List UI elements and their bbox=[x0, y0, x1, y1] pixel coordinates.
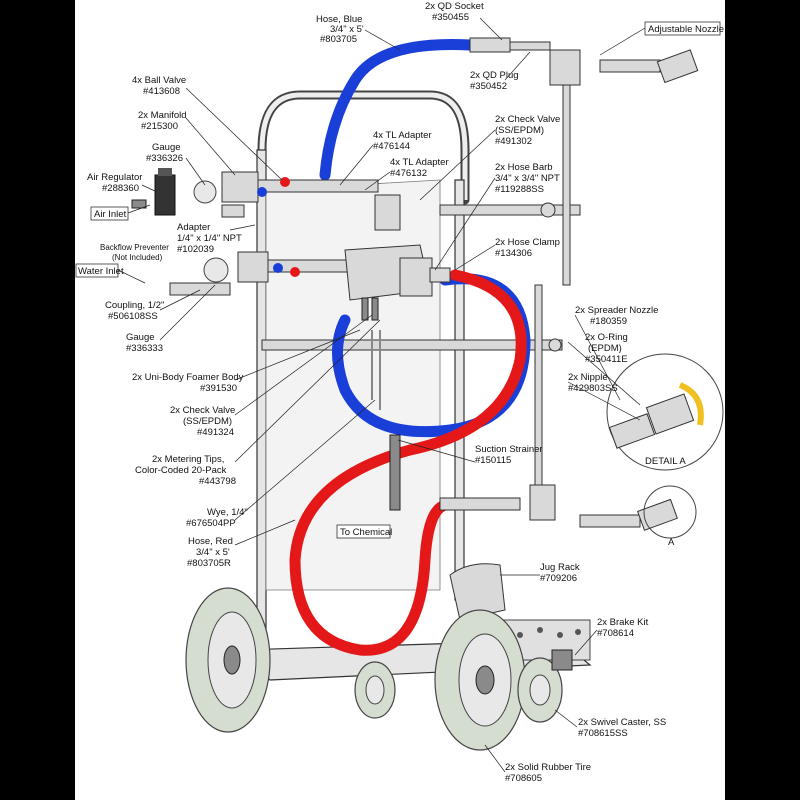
diagram-canvas: 2x QD Socket#350455 Adjustable Nozzle Ho… bbox=[75, 0, 725, 800]
label-tl-adapter-b: 4x TL Adapter#476132 bbox=[390, 157, 449, 179]
label-hose-clamp: 2x Hose Clamp#134306 bbox=[495, 237, 560, 259]
label-air-inlet: Air Inlet bbox=[94, 209, 127, 220]
label-coupling: Coupling, 1/2"#506108SS bbox=[105, 300, 164, 322]
air-regulator bbox=[154, 168, 176, 216]
label-check-valve-mid: 2x Check Valve(SS/EPDM)#491324 bbox=[170, 405, 235, 438]
section-a-circle bbox=[643, 485, 697, 539]
to-chemical-box bbox=[336, 524, 391, 539]
label-check-valve-top: 2x Check Valve(SS/EPDM)#491302 bbox=[495, 114, 560, 147]
hose-blue bbox=[319, 38, 476, 181]
adjustable-nozzle-box bbox=[644, 21, 721, 36]
label-qd-socket: 2x QD Socket#350455 bbox=[425, 1, 484, 23]
wheel-right bbox=[434, 609, 526, 751]
manifold-top bbox=[221, 171, 401, 231]
detail-a bbox=[606, 353, 724, 471]
label-o-ring: 2x O-Ring(EPDM)#350411E bbox=[585, 332, 628, 365]
label-section-a: A bbox=[668, 537, 675, 548]
labels: 2x QD Socket#350455 Adjustable Nozzle Ho… bbox=[78, 1, 724, 784]
leader-lines bbox=[117, 17, 646, 773]
water-inlet-box bbox=[75, 263, 119, 278]
label-ball-valve: 4x Ball Valve#413608 bbox=[132, 75, 186, 97]
label-water-inlet: Water Inlet bbox=[78, 266, 124, 277]
label-adjustable-nozzle: Adjustable Nozzle bbox=[648, 24, 724, 35]
spreader-nozzle-lower bbox=[439, 484, 678, 531]
wye-suction bbox=[371, 330, 401, 511]
foamer-cart-diagram: 2x QD Socket#350455 Adjustable Nozzle Ho… bbox=[75, 1, 724, 784]
label-tl-adapter-a: 4x TL Adapter#476144 bbox=[373, 130, 432, 152]
label-air-regulator: Air Regulator#288360 bbox=[87, 172, 142, 194]
foamer-body bbox=[344, 244, 451, 321]
hose-red bbox=[289, 269, 527, 656]
wheel-left bbox=[185, 587, 271, 733]
label-rubber-tire: 2x Solid Rubber Tire#708605 bbox=[505, 762, 591, 784]
label-backflow: Backflow Preventer(Not Included) bbox=[100, 243, 169, 262]
label-gauge-top: Gauge#336326 bbox=[146, 142, 183, 164]
label-foamer-body: 2x Uni-Body Foamer Body#391530 bbox=[132, 372, 244, 394]
label-swivel-caster: 2x Swivel Caster, SS#708615SS bbox=[578, 717, 666, 739]
label-to-chemical: To Chemical bbox=[340, 527, 392, 538]
caster-left bbox=[354, 661, 396, 719]
gauges bbox=[193, 180, 229, 283]
label-suction-strainer: Suction Strainer#150115 bbox=[475, 444, 543, 466]
air-inlet-box bbox=[90, 206, 129, 221]
label-brake-kit: 2x Brake Kit#708614 bbox=[597, 617, 649, 639]
label-gauge-bottom: Gauge#336333 bbox=[126, 332, 163, 354]
caster-right bbox=[517, 649, 573, 723]
couplings-left bbox=[131, 199, 245, 296]
label-manifold: 2x Manifold#215300 bbox=[138, 110, 187, 132]
label-spreader-nozzle: 2x Spreader Nozzle#180359 bbox=[575, 305, 658, 327]
label-qd-plug: 2x QD Plug#350452 bbox=[470, 70, 519, 92]
qd-fittings-top bbox=[469, 37, 699, 86]
label-wye: Wye, 1/4"#676504PP bbox=[186, 507, 248, 529]
label-jug-rack: Jug Rack#709206 bbox=[540, 562, 580, 584]
label-nipple: 2x Nipple#429803SS bbox=[568, 372, 618, 394]
label-metering-tips: 2x Metering Tips,Color-Coded 20-Pack#443… bbox=[135, 454, 236, 487]
label-detail-a: DETAIL A bbox=[645, 456, 686, 467]
